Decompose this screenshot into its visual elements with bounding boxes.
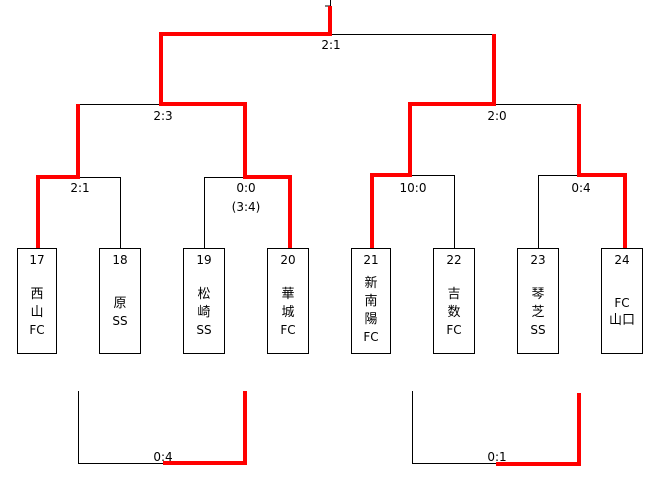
team-name-line: 城 — [281, 304, 295, 320]
final-score: 2:1 — [321, 38, 341, 52]
team-name-line: SS — [196, 322, 212, 337]
team-name: 松 崎 SS — [184, 277, 224, 347]
team-name-line: 南 — [364, 293, 378, 309]
team-name-line: 西 — [30, 286, 44, 302]
team-name-line: SS — [530, 322, 546, 337]
team-name-line: 山 — [30, 304, 44, 320]
team-name: 西 山 FC — [18, 277, 56, 347]
team-name-line: FC — [280, 322, 296, 337]
semi-left-score: 2:3 — [153, 109, 173, 123]
team-box-18: 18 原 SS — [99, 248, 141, 354]
team-box-21: 21 新 南 陽 FC — [351, 248, 391, 354]
consolation-right-score: 0:1 — [487, 450, 507, 464]
team-seed: 22 — [446, 253, 462, 267]
team-box-19: 19 松 崎 SS — [183, 248, 225, 354]
team-name: 琴 芝 SS — [518, 277, 558, 347]
team-seed: 21 — [363, 253, 379, 267]
consolation-right-winner-path — [496, 393, 581, 466]
final-top-stub — [325, 0, 331, 7]
team-name: FC 山口 — [602, 277, 642, 347]
team-name-line: FC — [614, 295, 630, 310]
team-name-line: 山口 — [608, 312, 635, 328]
r1-b-score: 0:0 — [236, 181, 256, 195]
team-name-line: 原 — [113, 295, 127, 311]
semi-right-score: 2:0 — [487, 109, 507, 123]
semi-right-winner-path — [370, 34, 496, 248]
r1-b-pk-score: (3:4) — [231, 200, 261, 214]
r1-a-score: 2:1 — [70, 181, 90, 195]
team-box-22: 22 吉 数 FC — [433, 248, 475, 354]
team-name-line: 松 — [197, 286, 211, 302]
team-seed: 23 — [530, 253, 546, 267]
consolation-left-winner-path — [163, 391, 247, 465]
team-name: 吉 数 FC — [434, 277, 474, 347]
team-name-line: FC — [29, 322, 45, 337]
team-seed: 20 — [280, 253, 296, 267]
team-seed: 19 — [196, 253, 212, 267]
r1-c-score: 10:0 — [399, 181, 427, 195]
team-name-line: 新 — [364, 275, 378, 291]
team-name-line: 吉 — [447, 286, 461, 302]
team-seed: 18 — [112, 253, 128, 267]
team-name-line: FC — [363, 329, 379, 344]
team-name-line: 崎 — [197, 304, 211, 320]
team-seed: 17 — [29, 253, 45, 267]
team-box-20: 20 華 城 FC — [267, 248, 309, 354]
consolation-left-score: 0:4 — [153, 450, 173, 464]
team-box-17: 17 西 山 FC — [17, 248, 57, 354]
team-name-line: 数 — [447, 304, 461, 320]
team-name: 原 SS — [100, 277, 140, 347]
r1-a-winner-path — [36, 104, 80, 254]
team-name-line: FC — [446, 322, 462, 337]
team-name-line: 陽 — [364, 311, 378, 327]
r1-d-winner-path — [577, 104, 627, 248]
team-name-line: 芝 — [531, 304, 545, 320]
team-name-line: 琴 — [531, 286, 545, 302]
team-name-line: SS — [112, 313, 128, 328]
team-name: 新 南 陽 FC — [352, 273, 390, 347]
team-name-line: 華 — [281, 286, 295, 302]
r1-d-score: 0:4 — [571, 181, 591, 195]
team-box-23: 23 琴 芝 SS — [517, 248, 559, 354]
team-box-24: 24 FC 山口 — [601, 248, 643, 354]
team-seed: 24 — [614, 253, 630, 267]
team-name: 華 城 FC — [268, 277, 308, 347]
final-winner-path — [159, 6, 332, 248]
